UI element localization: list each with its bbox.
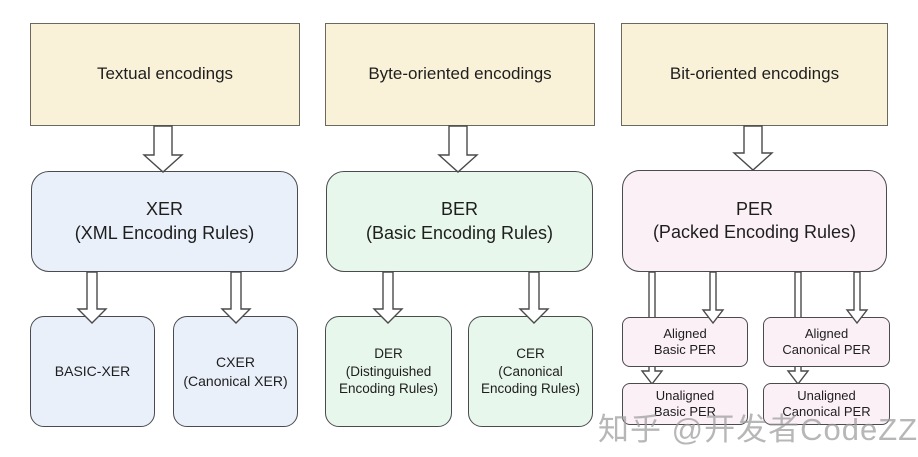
child-box-line: Unaligned: [797, 387, 856, 403]
child-box-line: Unaligned: [655, 387, 715, 403]
child-box-line: Basic PER: [653, 342, 717, 357]
child-box-line: Encoding Rules): [480, 381, 581, 397]
child-box-unaligned-canonical-per: Unaligned Canonical PER: [763, 383, 890, 425]
child-box-line: DER: [374, 346, 403, 362]
main-box-subtitle: (Packed Encoding Rules): [652, 222, 857, 242]
child-box-aligned-canonical-per: Aligned Canonical PER: [763, 317, 890, 367]
main-box-title: BER: [440, 199, 478, 220]
main-box-per: PER (Packed Encoding Rules): [622, 170, 887, 272]
child-box-line: CER: [516, 346, 545, 362]
top-box-label: Bit-oriented encodings: [669, 64, 840, 84]
main-box-title: PER: [735, 198, 773, 219]
arrow-bit-to-per: [732, 125, 774, 171]
child-box-line: (Distinguished: [345, 363, 432, 379]
top-box-textual-encodings: Textual encodings: [30, 23, 300, 126]
main-box-subtitle: (XML Encoding Rules): [74, 222, 255, 243]
child-box-line: Encoding Rules): [338, 381, 439, 397]
main-box-subtitle: (Basic Encoding Rules): [365, 222, 554, 243]
child-box-line: Basic PER: [653, 404, 717, 419]
main-box-ber: BER (Basic Encoding Rules): [326, 171, 593, 272]
child-box-line: Aligned: [663, 325, 707, 341]
main-box-xer: XER (XML Encoding Rules): [31, 171, 298, 272]
child-box-line: BASIC-XER: [54, 363, 131, 380]
arrow-byte-to-ber: [437, 125, 479, 173]
child-box-line: Canonical PER: [782, 342, 871, 357]
top-box-label: Textual encodings: [96, 64, 234, 84]
arrow-textual-to-xer: [142, 125, 184, 173]
arrow-per-to-aligned-canonical: [845, 271, 869, 325]
child-box-der: DER (Distinguished Encoding Rules): [325, 316, 452, 427]
child-box-aligned-basic-per: Aligned Basic PER: [622, 317, 748, 367]
main-box-title: XER: [145, 199, 183, 220]
child-box-line: CXER: [216, 354, 255, 371]
top-box-label: Byte-oriented encodings: [368, 64, 552, 84]
top-box-bit-oriented-encodings: Bit-oriented encodings: [621, 23, 888, 126]
child-box-unaligned-basic-per: Unaligned Basic PER: [622, 383, 748, 425]
child-box-cxer: CXER (Canonical XER): [173, 316, 298, 427]
child-box-line: Aligned: [804, 325, 849, 341]
arrow-per-to-aligned-basic: [701, 271, 725, 325]
child-box-line: Canonical PER: [782, 404, 871, 419]
child-box-line: (Canonical XER): [183, 372, 288, 389]
child-box-basic-xer: BASIC-XER: [30, 316, 155, 427]
child-box-line: (Canonical: [498, 363, 563, 379]
top-box-byte-oriented-encodings: Byte-oriented encodings: [325, 23, 595, 126]
child-box-cer: CER (Canonical Encoding Rules): [468, 316, 593, 427]
